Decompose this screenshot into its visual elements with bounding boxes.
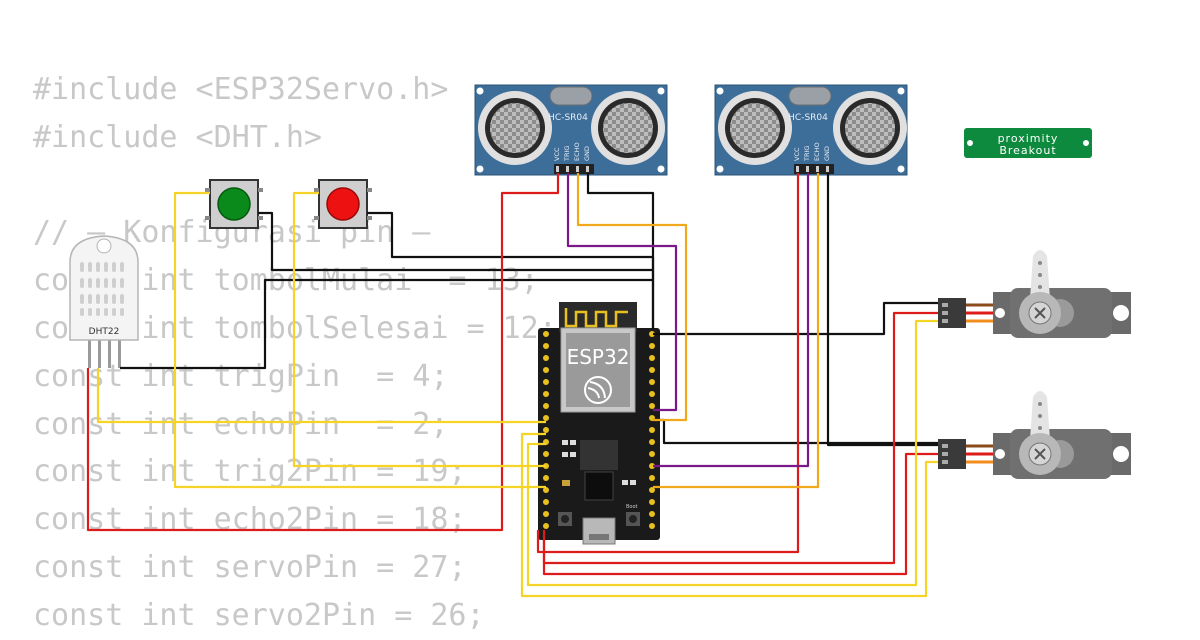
boot-label: Boot <box>626 504 638 510</box>
wire-gnd-servo-1 <box>653 301 938 336</box>
wire-signal-start-button <box>173 191 546 489</box>
stop-button[interactable] <box>314 179 372 229</box>
servo-1[interactable] <box>938 250 1131 338</box>
wire-signal-servo-1 <box>526 319 938 587</box>
wire-gnd-stop-button <box>367 211 655 330</box>
ultrasonic-2-pin-trig: TRIG <box>803 146 811 162</box>
servo-2[interactable] <box>938 391 1131 479</box>
esp32-label: ESP32 <box>567 345 630 369</box>
ultrasonic-sensor-1[interactable]: HC-SR04 VCC TRIG ECHO GND <box>474 84 668 176</box>
esp32-board[interactable]: ESP32 Boot <box>538 302 660 545</box>
wire-signal-stop-button <box>292 191 546 468</box>
start-button-cap <box>217 187 251 221</box>
wire-gnd-dht <box>120 278 653 370</box>
ultrasonic-sensor-2[interactable]: HC-SR04 VCC TRIG ECHO GND <box>714 84 908 176</box>
code-line: const int servo2Pin = 26; <box>33 597 485 633</box>
wire-echo-sensor-2 <box>653 173 820 489</box>
code-line: const int trigPin = 4; <box>33 358 449 394</box>
dht22-sensor[interactable]: DHT22 <box>69 235 139 368</box>
wire-trig-sensor-1 <box>566 173 678 412</box>
ultrasonic-1-label: HC-SR04 <box>548 113 588 123</box>
ultrasonic-1-pin-gnd: GND <box>583 146 591 161</box>
ultrasonic-2-pin-echo: ECHO <box>813 142 821 161</box>
wire-signal-servo-2 <box>520 432 938 598</box>
ultrasonic-2-pin-vcc: VCC <box>793 147 801 161</box>
ultrasonic-1-pin-trig: TRIG <box>563 146 571 162</box>
wire-trig-sensor-2 <box>653 173 810 468</box>
proximity-label-line2: Breakout <box>999 144 1056 157</box>
code-line: // — Konfigurasi pin — <box>33 215 431 251</box>
wire-gnd-start-button <box>258 211 653 272</box>
code-line: const int trig2Pin = 19; <box>33 454 467 490</box>
proximity-breakout[interactable]: proximity Breakout <box>964 128 1092 158</box>
wire-echo-sensor-1 <box>576 173 688 422</box>
start-button[interactable] <box>205 179 263 229</box>
code-line: #include <DHT.h> <box>33 119 322 155</box>
ultrasonic-1-pin-vcc: VCC <box>553 147 561 161</box>
ultrasonic-1-pin-echo: ECHO <box>573 142 581 161</box>
wires <box>86 173 938 598</box>
code-line: const int echo2Pin = 18; <box>33 502 467 538</box>
code-line: const int echoPin = 2; <box>33 406 449 442</box>
ultrasonic-2-pin-gnd: GND <box>823 146 831 161</box>
wire-gnd-sensor-2 <box>826 173 938 447</box>
wire-vcc-sensor-2 <box>536 173 800 554</box>
stop-button-cap <box>326 187 360 221</box>
ultrasonic-2-label: HC-SR04 <box>788 113 828 123</box>
dht22-label: DHT22 <box>89 327 120 337</box>
code-line: const int servoPin = 27; <box>33 549 467 585</box>
code-background: #include <ESP32Servo.h> #include <DHT.h> /… <box>33 66 557 640</box>
wire-gnd-servo-2 <box>653 418 938 445</box>
wire-vcc-sensor-1-dht <box>86 173 560 532</box>
wire-data-dht <box>96 368 546 424</box>
proximity-label-line1: proximity <box>998 132 1059 145</box>
code-line: #include <ESP32Servo.h> <box>33 72 449 107</box>
